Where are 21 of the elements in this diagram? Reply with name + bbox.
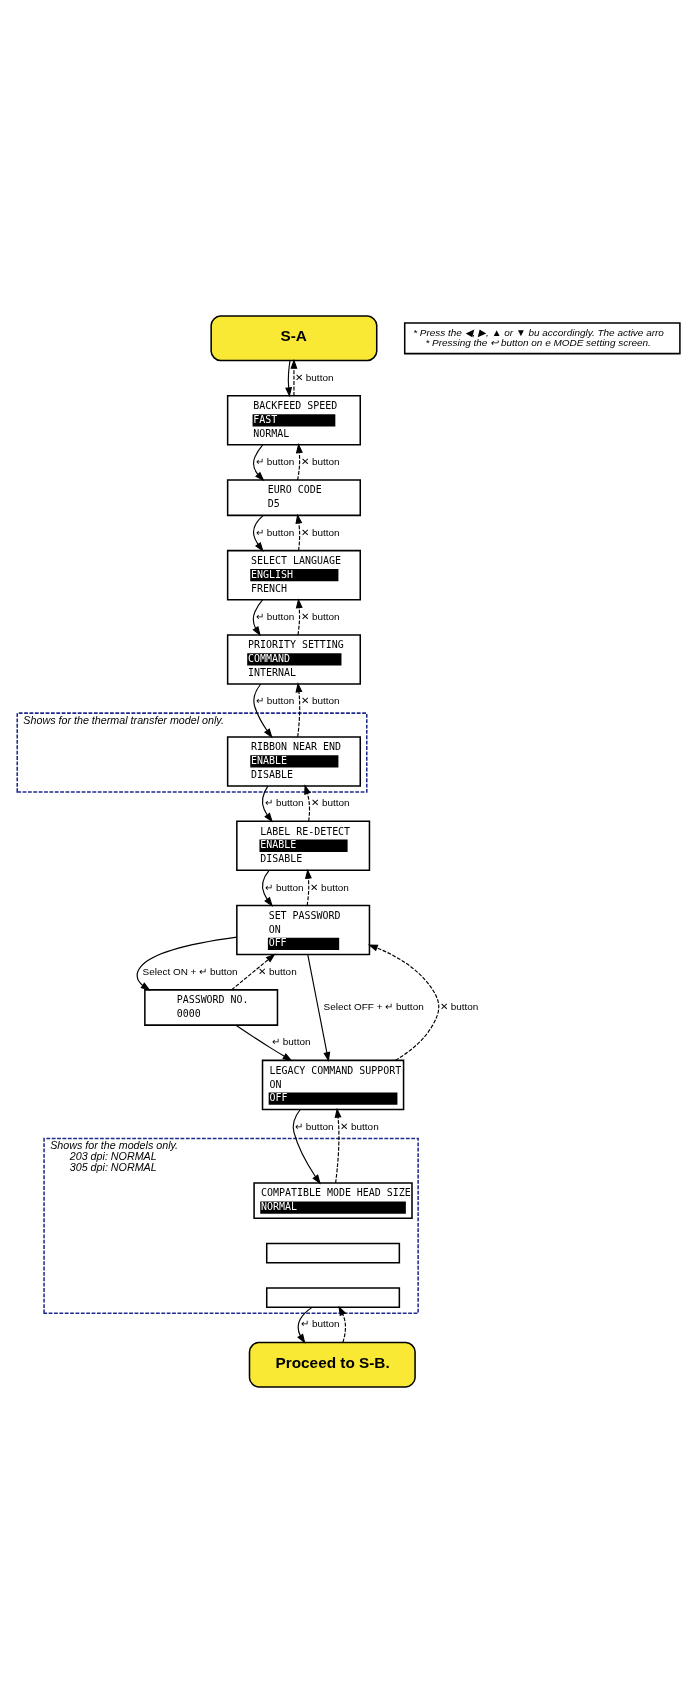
edge-label: ✕ button [310, 881, 349, 893]
edge-label: Select OFF + ↵ button [323, 1000, 424, 1012]
edge-label: ↵ button [255, 694, 295, 706]
edge-label: ↵ button [265, 881, 304, 893]
edge-label: ↵ button [255, 526, 295, 538]
edge-label: ✕ button [301, 455, 340, 467]
edge-label: ↵ button [295, 1120, 334, 1132]
edge-label: ✕ button [340, 1120, 379, 1132]
edge-label: ↵ button [265, 796, 304, 808]
edge-label: Select ON + ↵ button [142, 965, 238, 977]
edge-label: ↵ button [301, 1317, 340, 1329]
edge-label: ↵ button [255, 455, 295, 467]
edge-label: ↵ button [272, 1035, 311, 1047]
edge-label: ✕ button [311, 796, 350, 808]
edge-label: ✕ button [439, 1000, 479, 1012]
edge-label: ✕ button [301, 526, 340, 538]
edge-label: ↵ button [255, 610, 295, 622]
edge-label: ✕ button [301, 694, 340, 706]
edge-label: ✕ button [301, 610, 340, 622]
edge-label: ✕ button [258, 965, 297, 977]
edge-label: ✕ button [295, 371, 334, 383]
